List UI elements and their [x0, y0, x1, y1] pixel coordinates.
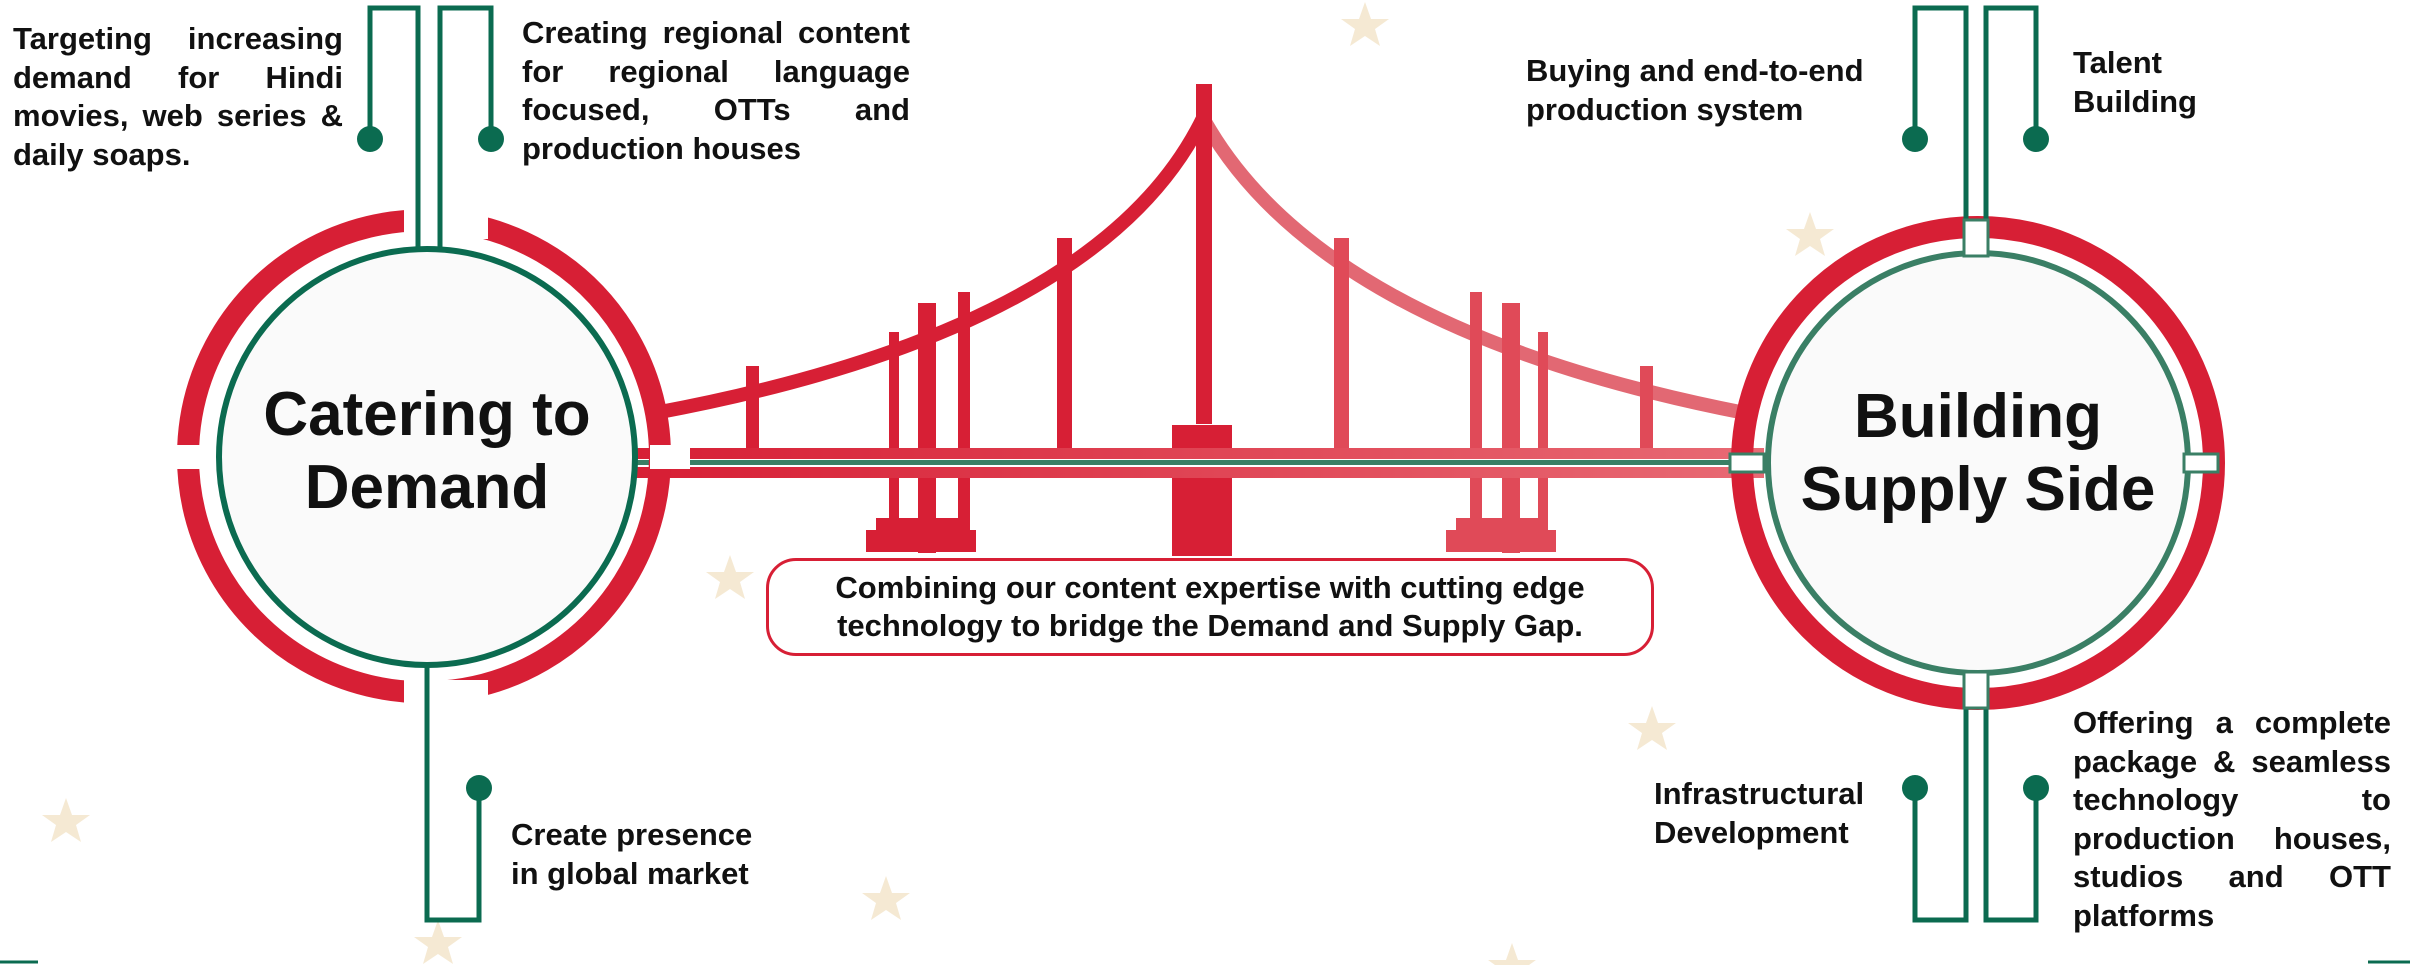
text-line: technology to: [2073, 782, 2391, 817]
text-line: Creating regional content: [522, 15, 910, 50]
text-line: demand for Hindi: [13, 59, 343, 95]
text-line: focused, OTTs and: [522, 92, 910, 127]
right-hub-title-line: Supply Side: [1800, 455, 2156, 525]
text-line: Buying and end-to-end: [1526, 53, 1864, 88]
right-top-right-text: Talent Building: [2073, 44, 2273, 121]
right-hub-title-line: Building: [1854, 382, 2102, 451]
text-line: Infrastructural: [1654, 776, 1865, 811]
tagline-line: Combining our content expertise with cut…: [835, 570, 1585, 605]
right-hub: [1728, 5, 2225, 923]
right-hub-title: Building Supply Side: [1768, 380, 2188, 526]
text-line: Development: [1654, 814, 1849, 850]
left-hub-title: Catering to Demand: [227, 378, 627, 524]
text-line: Offering a complete: [2073, 705, 2391, 740]
text-line: production system: [1526, 91, 1804, 127]
star-icon: [862, 876, 910, 920]
star-icon: [414, 920, 462, 964]
text-line: platforms: [2073, 897, 2215, 933]
tagline-line: technology to bridge the Demand and Supp…: [837, 608, 1583, 643]
background-stars: [42, 2, 1834, 965]
left-hub-title-line: Catering to: [263, 380, 591, 449]
left-top-right-text: Creating regional content for regional l…: [522, 14, 910, 168]
bridge: [636, 84, 1764, 556]
text-line: for regional language: [522, 53, 910, 89]
text-line: Targeting increasing: [13, 21, 343, 56]
right-top-left-text: Buying and end-to-end production system: [1526, 52, 1886, 129]
star-icon: [42, 798, 90, 842]
star-icon: [1786, 212, 1834, 256]
tagline-box: Combining our content expertise with cut…: [766, 558, 1654, 656]
text-line: in global market: [511, 855, 749, 891]
bridge-left-base: [866, 518, 976, 552]
text-line: movies, web series &: [13, 98, 343, 133]
text-line: production houses: [522, 130, 801, 166]
text-line: daily soaps.: [13, 136, 191, 172]
text-line: Create presence: [511, 817, 753, 852]
left-top-left-text: Targeting increasing demand for Hindi mo…: [13, 20, 343, 174]
bridge-cable-left: [653, 114, 1210, 420]
right-bottom-left-text: Infrastructural Development: [1654, 775, 1904, 852]
text-line: production houses,: [2073, 820, 2391, 856]
left-hub: [176, 5, 690, 923]
left-bottom-text: Create presence in global market: [511, 816, 811, 893]
star-icon: [706, 555, 754, 599]
text-line: Building: [2073, 83, 2197, 119]
bridge-right-base: [1446, 518, 1556, 552]
text-line: studios and OTT: [2073, 859, 2391, 894]
left-hub-title-line: Demand: [304, 453, 550, 523]
bridge-central-mast: [1196, 84, 1212, 424]
text-line: package & seamless: [2073, 743, 2391, 779]
text-line: Talent: [2073, 45, 2162, 80]
star-icon: [1488, 943, 1536, 965]
bridge-central-pier: [1172, 425, 1232, 556]
bridge-cable-right: [1196, 114, 1747, 420]
star-icon: [1341, 2, 1389, 46]
right-bottom-right-text: Offering a complete package & seamless t…: [2073, 704, 2391, 935]
star-icon: [1628, 706, 1676, 750]
